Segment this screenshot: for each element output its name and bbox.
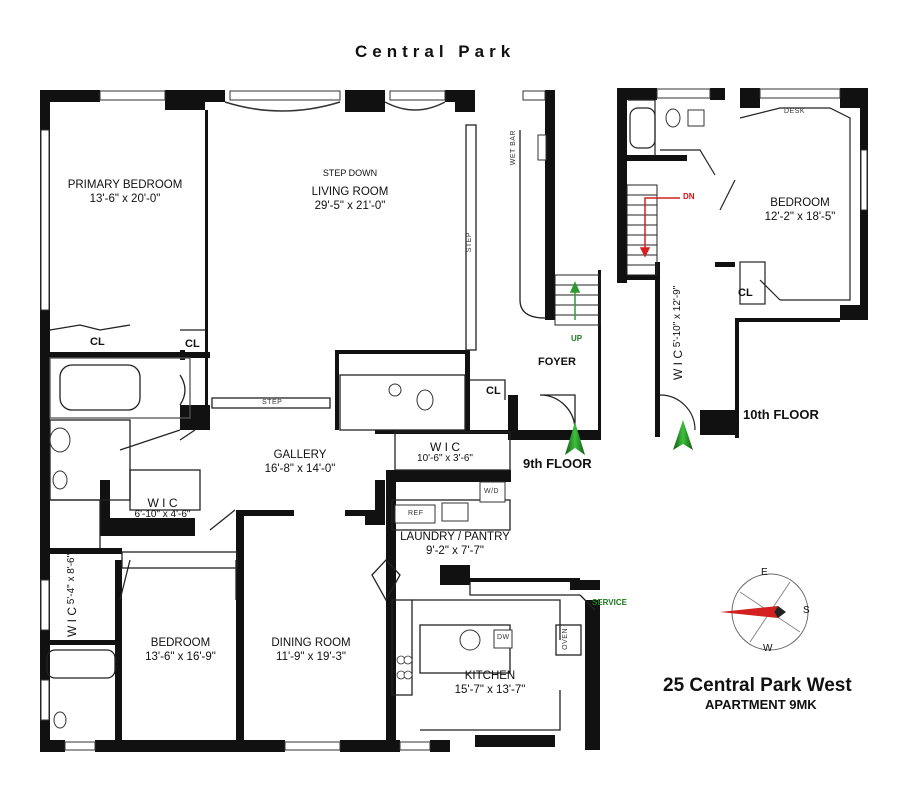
closet-label: CL [185,338,200,350]
stairs-9 [554,274,601,326]
room-name: LAUNDRY / PANTRY [400,531,510,543]
room-gallery: GALLERY 16'-8" x 14'-0" [240,448,360,476]
room-prefix: STEP DOWN [322,168,378,178]
floor-label-10: 10th FLOOR [743,407,819,422]
room-size: 5'-4" x 8'-6" [66,553,77,605]
desk-label: DESK [784,108,806,115]
room-upper-bedroom: BEDROOM 12'-2" x 18'-5" [745,196,855,224]
room-laundry: LAUNDRY / PANTRY 9'-2" x 7'-7" [390,530,520,558]
apartment-unit: APARTMENT 9MK [705,697,817,712]
closet-label: CL [90,336,105,348]
step-label: STEP [466,232,473,253]
room-name: LIVING ROOM [311,186,389,198]
room-wic-bedroom: W I C 5'-4" x 8'-6" [65,554,79,637]
wd-label: W/D [484,488,500,495]
compass-e: E [761,567,768,578]
room-size: 13'-6" x 16'-9" [145,651,216,663]
step-label: STEP [262,399,283,406]
stairs-down-label: DN [683,192,695,201]
building-address: 25 Central Park West [663,675,852,696]
room-foyer: FOYER [538,356,576,368]
room-size: 6'-10" x 4'-6" [134,509,191,520]
floor-label-9: 9th FLOOR [523,456,592,471]
room-kitchen: KITCHEN 15'-7" x 13'-7" [430,669,550,697]
room-size: 16'-8" x 14'-0" [264,463,336,475]
dw-label: DW [497,634,510,641]
interior-lines [46,124,582,731]
room-size: 29'-5" x 21'-0" [314,200,386,212]
room-name: W I C [147,496,178,510]
room-size: 11'-9" x 19'-3" [276,651,346,663]
room-name: BEDROOM [150,637,211,649]
compass-w: W [763,643,773,654]
room-size: 9'-2" x 7'-7" [426,545,484,557]
room-living: LIVING ROOM 29'-5" x 21'-0" [290,185,410,213]
entry-arrow-10 [673,420,693,450]
room-name: W I C [671,350,685,380]
room-name: BEDROOM [770,197,830,209]
closet-label: CL [486,385,501,397]
service-label: SERVICE [592,598,627,607]
room-size: 15'-7" x 13'-7" [454,684,526,696]
closet-label: CL [738,287,753,299]
room-size: 12'-2" x 18'-5" [764,211,836,223]
room-wic-gallery: W I C 6'-10" x 4'-6" [115,497,210,521]
entry-arrow-9 [565,422,585,455]
room-name: GALLERY [273,449,327,461]
room-name: PRIMARY BEDROOM [67,179,183,191]
ref-label: REF [408,510,424,517]
room-name: KITCHEN [464,670,516,682]
room-name: W I C [65,607,79,637]
room-primary-bedroom: PRIMARY BEDROOM 13'-6" x 20'-0" [60,178,190,206]
room-size: 5'-10" x 12'-9" [672,285,683,348]
room-name: DINING ROOM [271,637,351,649]
oven-label: OVEN [562,628,569,650]
room-dining: DINING ROOM 11'-9" x 19'-3" [252,636,370,664]
room-name: W I C [430,440,460,454]
windows-9 [40,90,546,751]
stairs-up-label: UP [571,334,583,343]
compass-s: S [803,605,810,616]
compass [720,573,809,651]
room-wic-hall: W I C 10'-6" x 3'-6" [385,441,505,465]
room-bedroom: BEDROOM 13'-6" x 16'-9" [128,636,233,664]
wet-bar-label: WET BAR [510,130,517,166]
room-wic-upper: W I C 5'-10" x 12'-9" [671,286,685,380]
room-size: 10'-6" x 3'-6" [417,453,473,464]
room-size: 13'-6" x 20'-0" [89,193,161,205]
street-label: Central Park [355,42,516,61]
